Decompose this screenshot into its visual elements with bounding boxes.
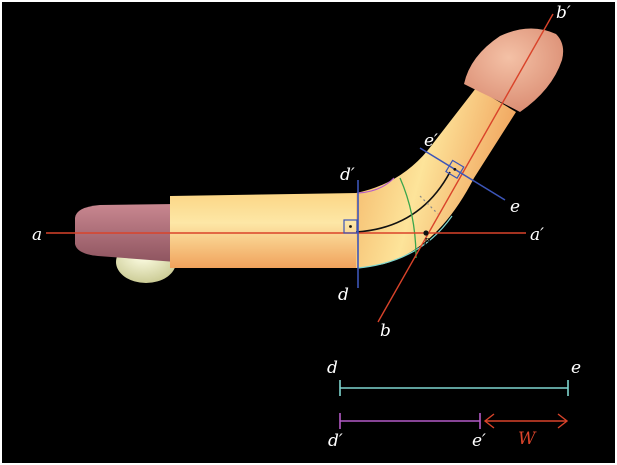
concave-edge-outline [357, 177, 395, 194]
length-comparison: d e d′ e′ W [327, 358, 581, 451]
green-arc [399, 177, 417, 259]
label-b: b [380, 321, 391, 341]
line-ee [419, 147, 506, 201]
label-d: d [338, 285, 349, 305]
dotted-line [419, 195, 439, 215]
legend-label-w: W [518, 429, 537, 449]
right-angle-marker-e [445, 159, 465, 180]
shaft-horizontal [170, 186, 384, 268]
right-angle-dot-d [349, 225, 352, 228]
point-p-label: P [423, 238, 431, 248]
convex-edge-outline [357, 215, 453, 269]
legend-label-d: d [327, 358, 338, 378]
legend-label-e: e [571, 358, 581, 378]
point-p-dot [423, 230, 429, 236]
label-e: e [510, 197, 520, 217]
label-e-prime: e′ [424, 131, 438, 151]
label-d-prime: d′ [340, 165, 355, 185]
glans [464, 28, 564, 112]
label-b-prime: b′ [556, 3, 571, 23]
w-arrowhead-right [557, 413, 569, 429]
legend-label-d-prime: d′ [328, 431, 343, 451]
label-a-prime: a′ [530, 225, 544, 245]
w-arrowhead-left [483, 413, 495, 429]
label-a: a [32, 225, 42, 245]
axis-bb [377, 13, 554, 323]
legend-label-e-prime: e′ [472, 431, 486, 451]
right-angle-marker-d [343, 219, 358, 234]
